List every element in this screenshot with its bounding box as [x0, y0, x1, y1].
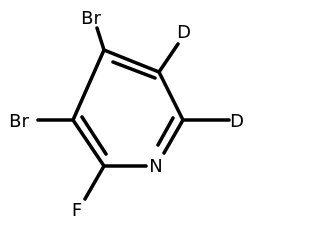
bond-c2-c3-double	[80, 115, 108, 156]
bond-c6-n	[162, 118, 185, 155]
bond-c5-d	[157, 42, 180, 74]
bond-c2-f	[83, 164, 106, 201]
bond-c4-c5-double	[111, 60, 157, 80]
atom-label-br-top: Br	[81, 8, 101, 29]
bond-c6-n-double	[156, 116, 175, 147]
bond-c3-c4	[71, 48, 106, 122]
atom-label-d-right: D	[230, 111, 244, 132]
molecule-svg: Br Br D D N F	[9, 8, 244, 221]
atom-label-n: N	[149, 156, 162, 177]
atom-label-d-top: D	[177, 22, 191, 43]
structure-diagram: Br Br D D N F	[9, 8, 244, 221]
atom-label-f: F	[72, 200, 82, 221]
bond-c4-c5	[102, 48, 161, 74]
bond-c4-br	[95, 26, 106, 52]
atom-label-br-left: Br	[9, 111, 29, 132]
bond-c2-c3	[71, 118, 106, 168]
bond-c5-c6	[157, 70, 185, 122]
